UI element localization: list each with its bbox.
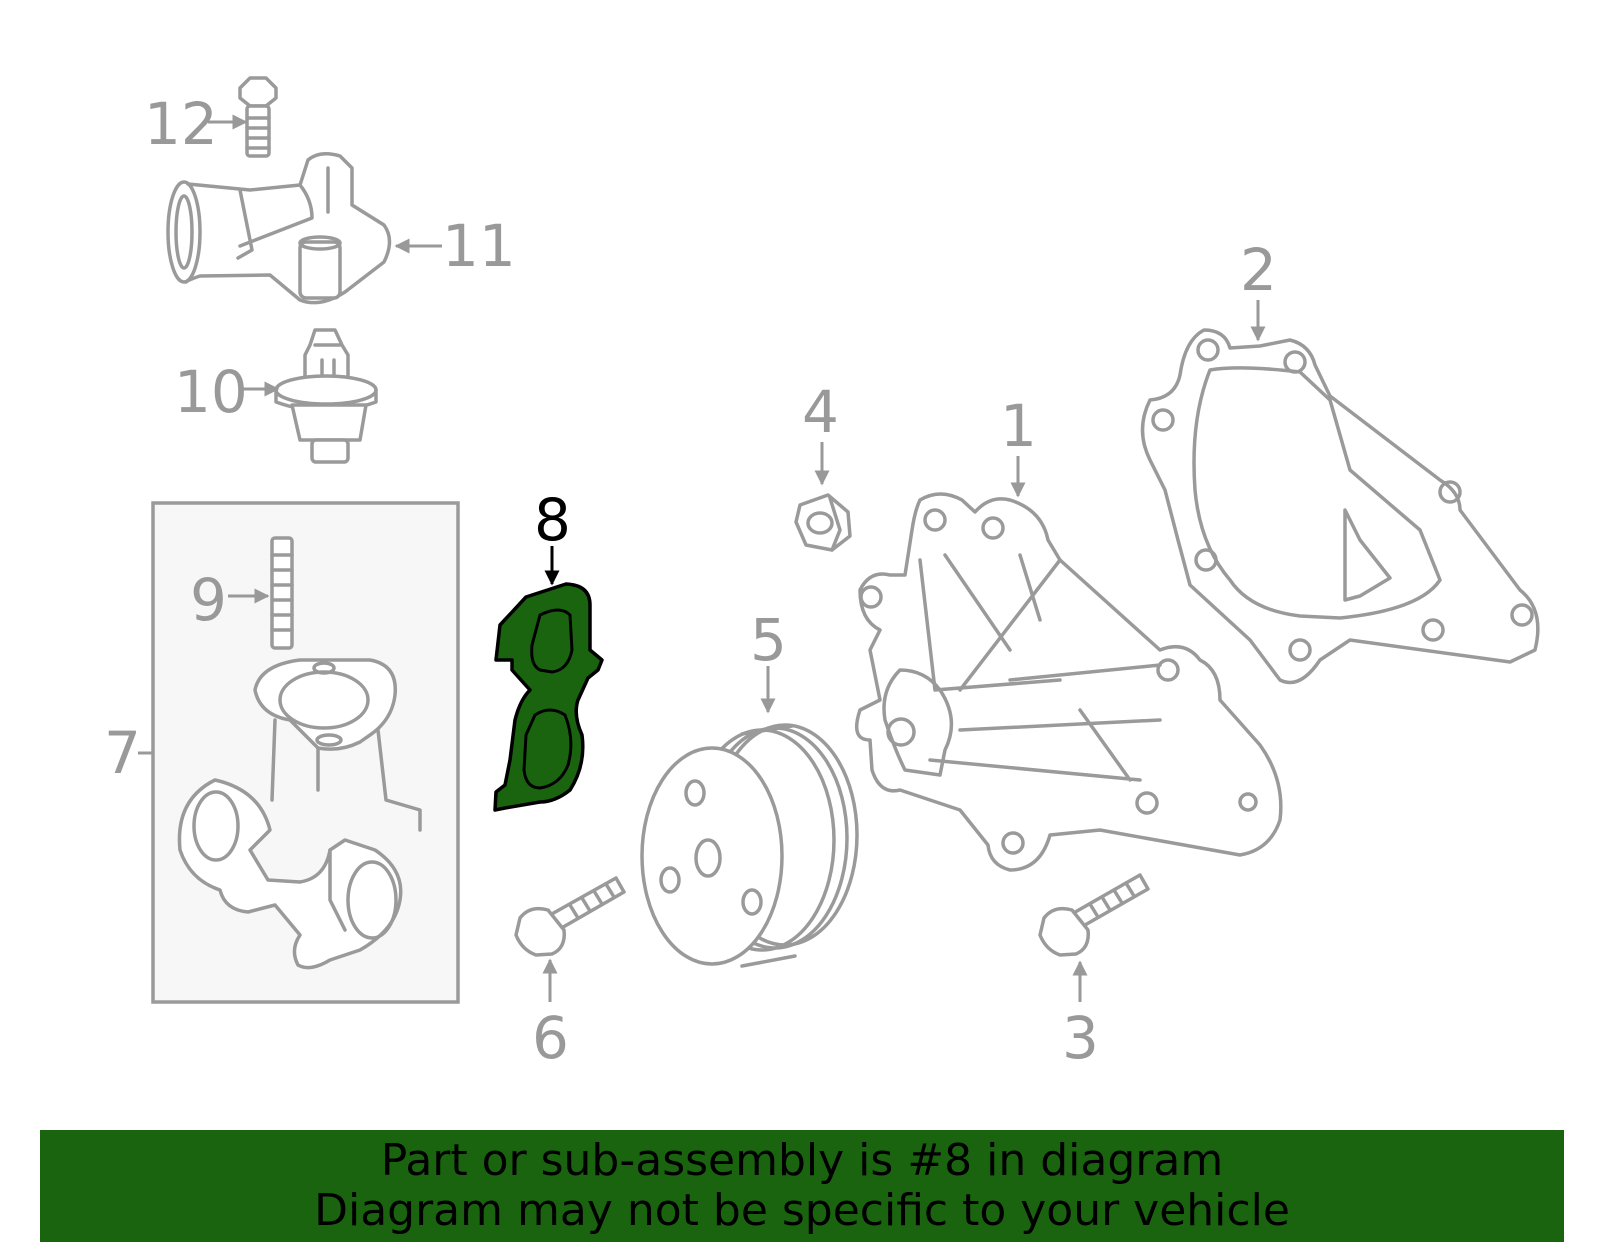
part-5-pulley xyxy=(640,723,859,968)
part-9-stud xyxy=(270,536,294,650)
callout-5[interactable]: 5 xyxy=(750,606,787,674)
callout-9[interactable]: 9 xyxy=(190,566,227,634)
callout-7[interactable]: 7 xyxy=(104,719,141,787)
part-12-bolt xyxy=(238,76,278,158)
part-4-nut xyxy=(794,493,852,552)
info-banner: Part or sub-assembly is #8 in diagram Di… xyxy=(40,1130,1564,1242)
part-10-thermostat xyxy=(274,328,378,464)
banner-line-1: Part or sub-assembly is #8 in diagram xyxy=(380,1135,1224,1186)
part-7-outlet-assembly xyxy=(177,658,422,970)
leader-lines xyxy=(138,114,1266,1002)
callout-labels: 12 11 10 9 7 8 4 1 2 5 6 3 xyxy=(104,90,1277,1072)
callout-3[interactable]: 3 xyxy=(1062,1004,1099,1072)
callout-10[interactable]: 10 xyxy=(174,358,248,426)
callout-8[interactable]: 8 xyxy=(534,486,571,554)
callout-12[interactable]: 12 xyxy=(144,90,218,158)
callout-11[interactable]: 11 xyxy=(442,212,516,280)
callout-4[interactable]: 4 xyxy=(802,378,839,446)
callout-1[interactable]: 1 xyxy=(1000,392,1037,460)
callout-6[interactable]: 6 xyxy=(532,1004,569,1072)
part-6-bolt xyxy=(514,876,626,957)
part-11-inlet-housing xyxy=(166,152,392,305)
part-1-water-pump xyxy=(854,492,1283,872)
part-8-gasket-highlighted xyxy=(493,582,604,812)
callout-2[interactable]: 2 xyxy=(1240,236,1277,304)
part-3-bolt xyxy=(1038,873,1150,957)
part-2-gasket xyxy=(1140,328,1540,685)
banner-line-2: Diagram may not be specific to your vehi… xyxy=(314,1185,1290,1236)
